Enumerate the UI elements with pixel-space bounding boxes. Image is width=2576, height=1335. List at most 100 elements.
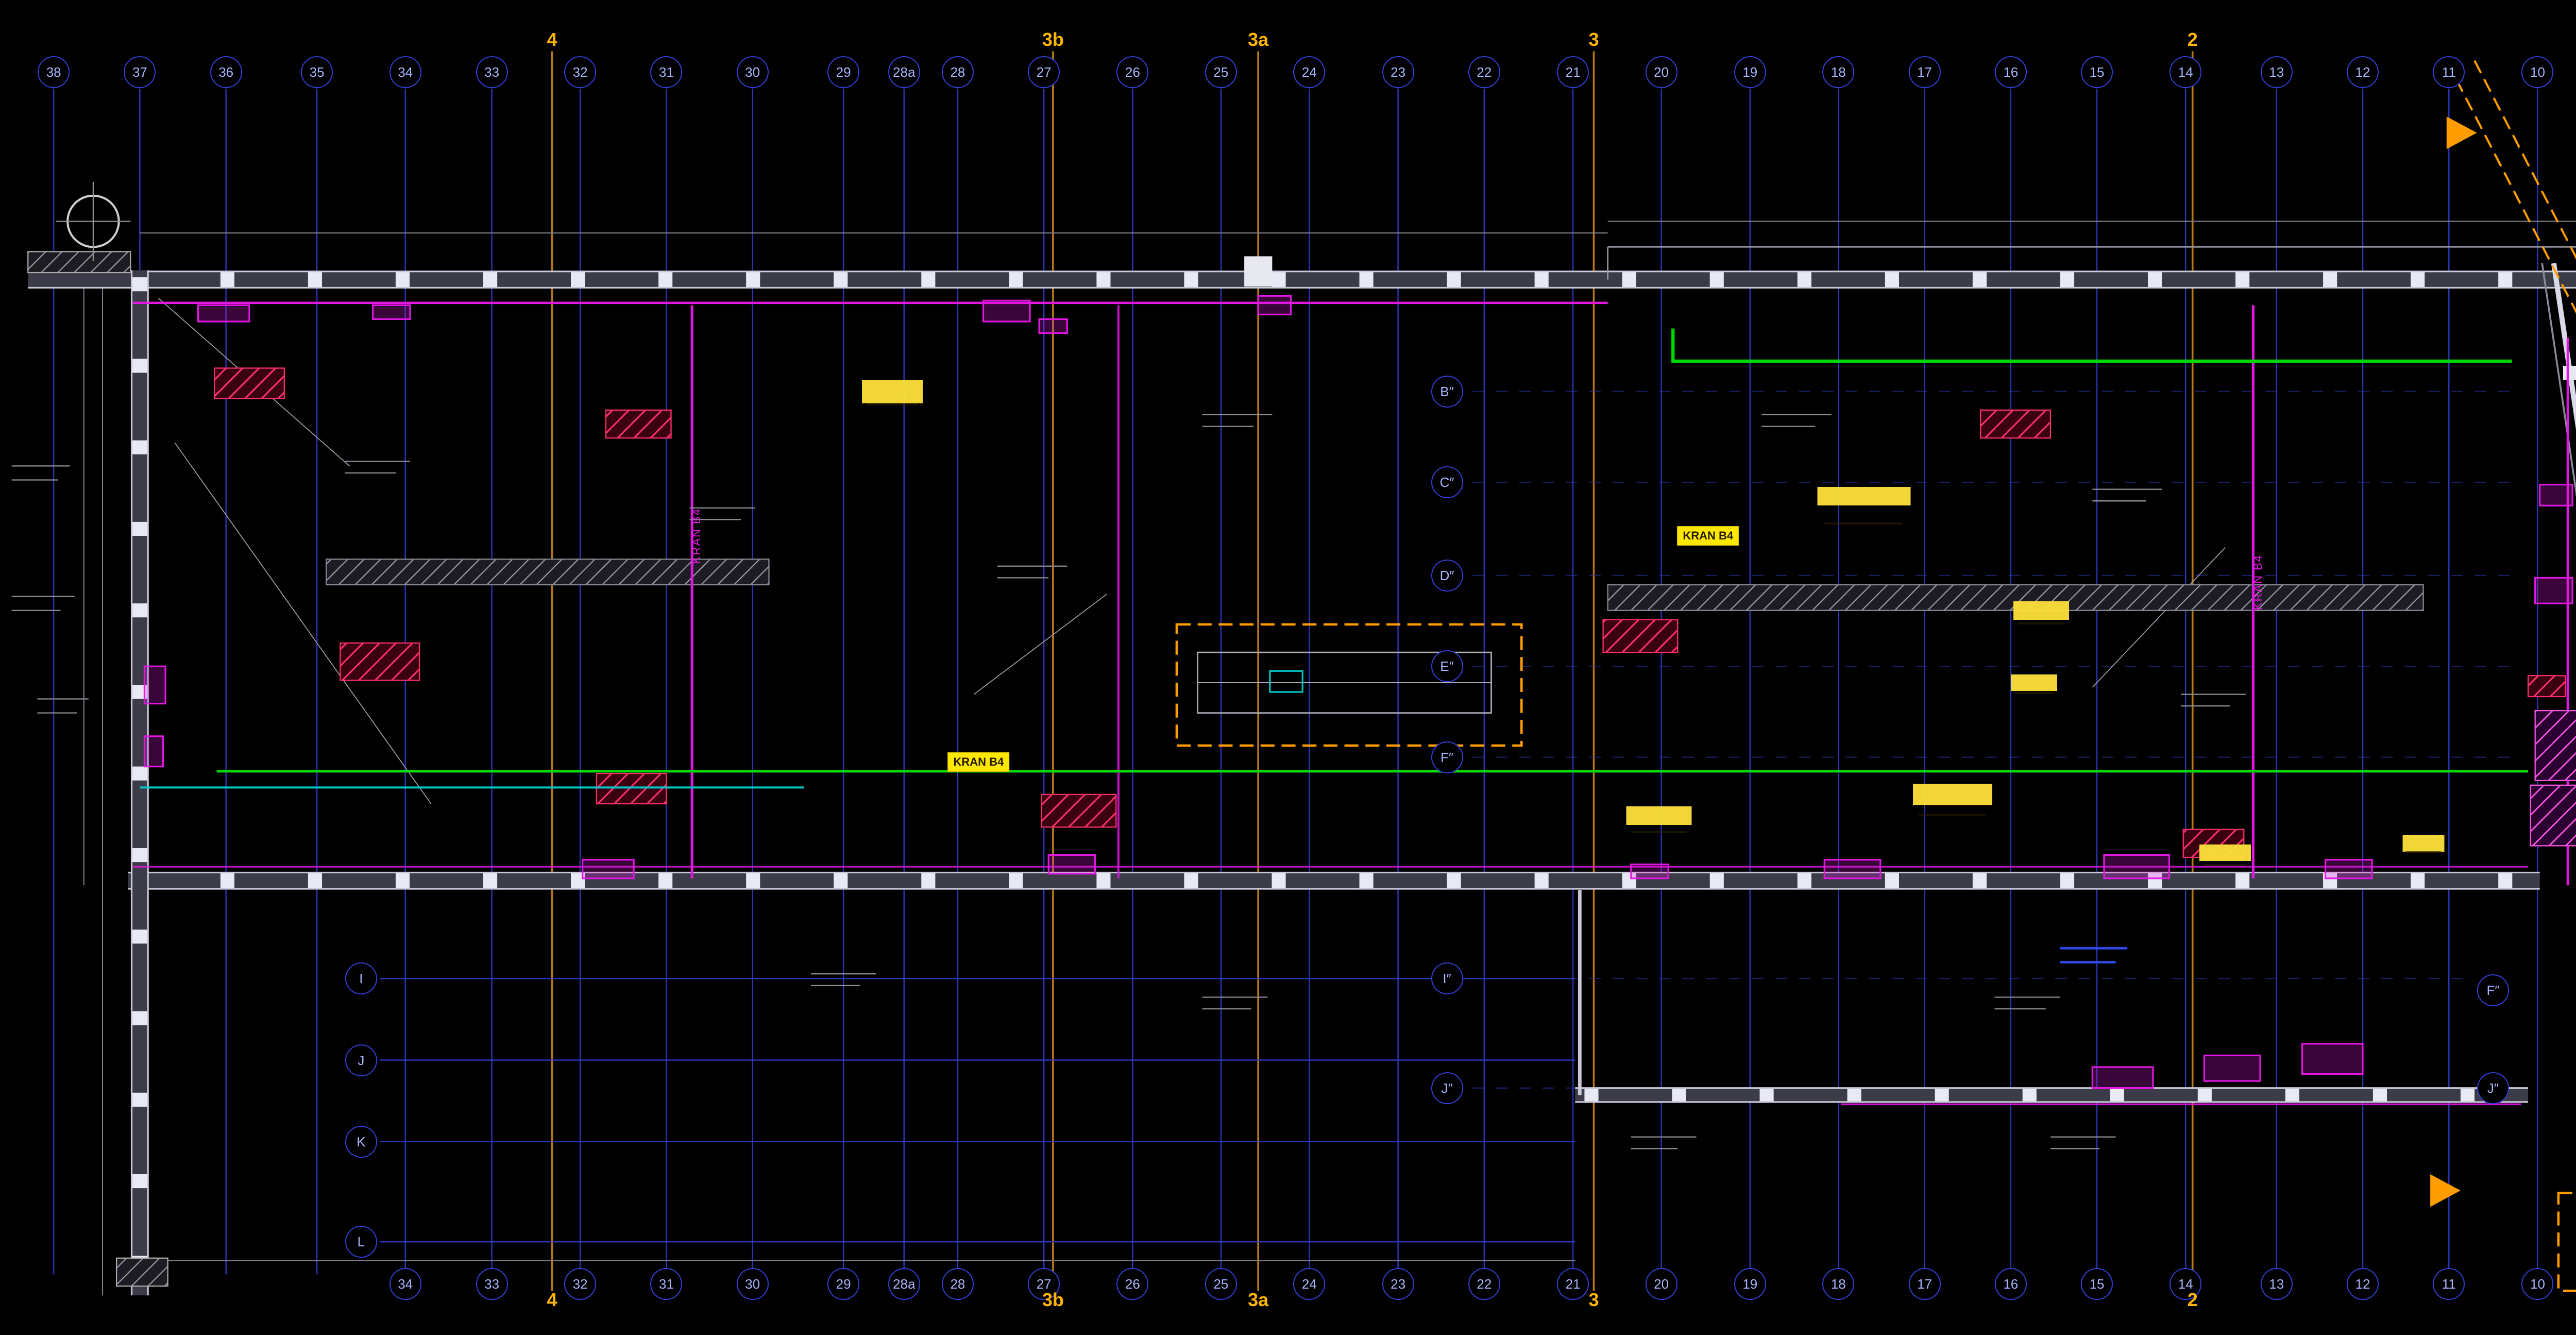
secondary-axis-label: 3b: [1042, 28, 1064, 50]
secondary-axis-label: 3b: [1042, 1289, 1064, 1311]
grid-bubble: 14: [2170, 56, 2202, 89]
secondary-axis-label: 4: [547, 1289, 557, 1311]
grid-bubble: 19: [1734, 56, 1766, 89]
grid-bubble: 12: [2346, 1268, 2379, 1300]
grid-bubble: 31: [650, 1268, 683, 1300]
grid-bubble: 11: [2433, 56, 2465, 89]
grid-bubble: 28a: [888, 1268, 920, 1300]
grid-bubble: 17: [1908, 1268, 1941, 1300]
yellow-highlight: [1626, 806, 1692, 825]
grid-bubble: 20: [1645, 56, 1677, 89]
grid-bubble: 13: [2260, 56, 2293, 89]
door-block: [1244, 256, 1273, 287]
grid-bubble: 34: [389, 56, 421, 89]
grid-bubble: 30: [736, 1268, 769, 1300]
grid-bubble: 31: [650, 56, 683, 89]
secondary-axis-label: 3: [1588, 1289, 1599, 1311]
section-markers: [2430, 116, 2477, 1207]
grid-bubble: 23: [1382, 1268, 1414, 1300]
grid-bubble: 28: [941, 1268, 974, 1300]
grid-bubble: 17: [1908, 56, 1941, 89]
grid-bubble: 19: [1734, 1268, 1766, 1300]
grid-bubble: 18: [1822, 56, 1855, 89]
grid-bubble: 15: [2081, 56, 2113, 89]
secondary-axis-label: 2: [2187, 1289, 2198, 1311]
letter-axis-bubble: J″: [1431, 1072, 1463, 1104]
zones-orange: [1175, 60, 2576, 1292]
letter-axis-bubble: B″: [1431, 375, 1463, 408]
grid-bubble: 34: [389, 1268, 421, 1300]
grid-bubble: 37: [124, 56, 156, 89]
letter-axis-bubble: E″: [1431, 650, 1463, 683]
letter-axis-bubble: L: [345, 1226, 377, 1258]
secondary-axis-lines: [551, 51, 2194, 1291]
grid-bubble: 13: [2260, 1268, 2293, 1300]
grid-bubble: 29: [827, 56, 860, 89]
survey-circle: [56, 181, 131, 261]
letter-axis-bubble: I: [345, 962, 377, 995]
grid-bubble: 24: [1293, 1268, 1326, 1300]
letter-dash-lines: [1472, 391, 2517, 1089]
grid-bubble: 21: [1557, 56, 1589, 89]
crane-label: KRAN B4: [1677, 526, 1739, 546]
grid-bubble: 25: [1205, 1268, 1237, 1300]
letter-axis-bubble: F″: [2477, 974, 2509, 1006]
grid-bubble: 33: [476, 56, 508, 89]
grid-bubble: 27: [1028, 1268, 1060, 1300]
grid-bubble: 36: [210, 56, 242, 89]
letter-axis-bubble: C″: [1431, 466, 1463, 499]
grid-bubble: 26: [1116, 1268, 1149, 1300]
grid-bubble: 27: [1028, 56, 1060, 89]
leader-lines: [158, 298, 2226, 804]
grid-bubble: 24: [1293, 56, 1326, 89]
yellow-highlight: [1817, 487, 1911, 506]
grid-bubble: 35: [301, 56, 333, 89]
letter-axis-bubble: J″: [2477, 1072, 2509, 1104]
secondary-axis-label: 4: [547, 28, 557, 50]
grid-bubble: 23: [1382, 56, 1414, 89]
grid-bubble: 14: [2170, 1268, 2202, 1300]
grid-bubble: 22: [1468, 56, 1500, 89]
grid-bubble: 28: [941, 56, 974, 89]
yellow-highlight: [1913, 784, 1993, 805]
utility-green: [216, 328, 2529, 773]
grid-bubble: 16: [1994, 1268, 2027, 1300]
grid-bubble: 18: [1822, 1268, 1855, 1300]
secondary-axis-label: 3: [1588, 28, 1599, 50]
grid-bubble: 26: [1116, 56, 1149, 89]
grid-bubble: 12: [2346, 56, 2379, 89]
yellow-highlight: [2199, 844, 2251, 861]
crane-label: KRAN B4: [947, 752, 1010, 772]
grid-bubble: 38: [38, 56, 70, 89]
grid-bubble: 29: [827, 1268, 860, 1300]
yellow-highlight: [2011, 674, 2058, 691]
grid-bubble: 10: [2521, 1268, 2554, 1300]
letter-axis-bubble: K: [345, 1125, 377, 1158]
grid-bubble: 30: [736, 56, 769, 89]
letter-axis-bubble: J: [345, 1044, 377, 1076]
grid-bubble: 32: [564, 56, 597, 89]
secondary-axis-label: 3a: [1248, 1289, 1269, 1311]
secondary-axis-label: 3a: [1248, 28, 1269, 50]
yellow-highlight: [2013, 601, 2069, 620]
annotation-gray: [11, 414, 2246, 1150]
letter-axis-bubble: I″: [1431, 962, 1463, 995]
letter-axis-bubble: F″: [1431, 741, 1463, 773]
grid-bubble: 21: [1557, 1268, 1589, 1300]
grid-bubble: 32: [564, 1268, 597, 1300]
grid-bubble: 15: [2081, 1268, 2113, 1300]
walls: [27, 246, 2576, 1296]
hatched-pads-pink: [2530, 710, 2576, 847]
utility-cyan: [140, 670, 1303, 789]
grid-bubble: 10: [2521, 56, 2554, 89]
yellow-highlight: [862, 380, 923, 403]
grid-bubble: 16: [1994, 56, 2027, 89]
letter-axis-lines: [380, 977, 1575, 1243]
grid-bubble: 25: [1205, 56, 1237, 89]
